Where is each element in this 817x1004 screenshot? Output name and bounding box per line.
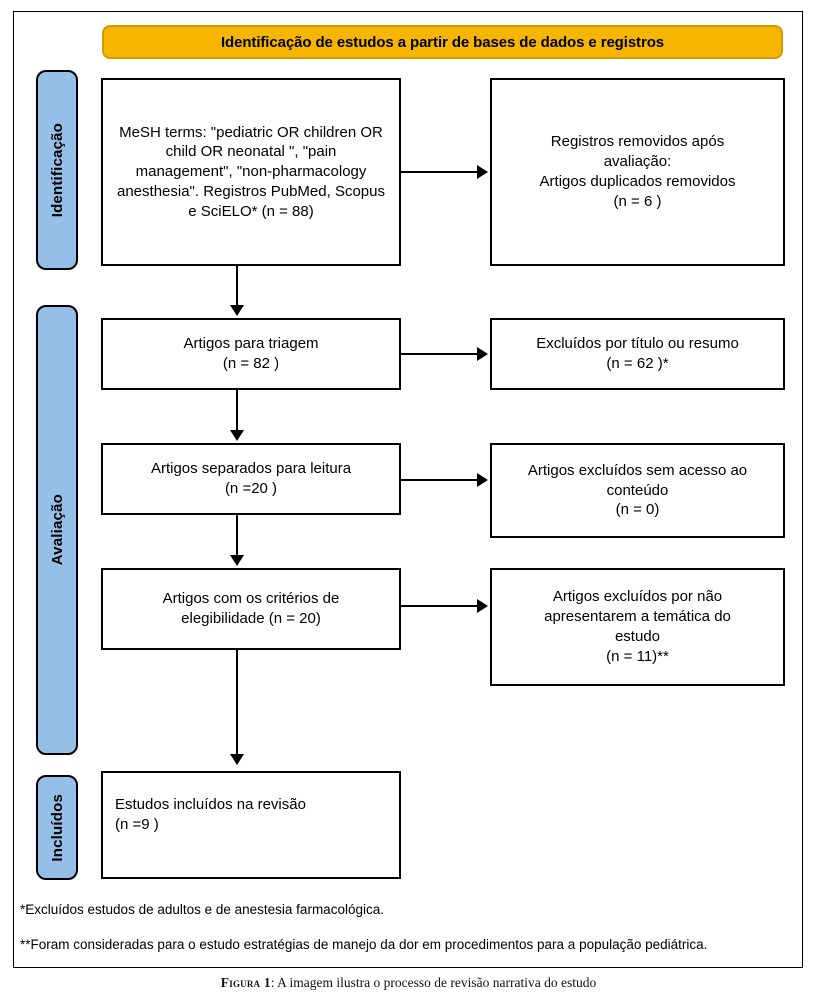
arrowhead-reading-to-eligibility	[230, 555, 244, 566]
footnote-double-star: **Foram consideradas para o estudo estra…	[20, 937, 708, 952]
screening-line-1: Artigos para triagem	[183, 335, 319, 353]
footnote-single-star: *Excluídos estudos de adultos e de anest…	[20, 902, 384, 917]
figure-caption-label: Figura 1	[220, 975, 271, 990]
records-removed-line-1: Registros removidos após	[550, 133, 725, 151]
reading-line-1: Artigos separados para leitura	[150, 460, 352, 478]
arrowhead-screening-to-excluded-title	[477, 347, 488, 361]
no-access-line-3: (n = 0)	[615, 501, 660, 519]
stage-pill-identificacao: Identificação	[36, 70, 78, 270]
reading-line-2: (n =20 )	[224, 480, 278, 497]
figure-caption-text: : A imagem ilustra o processo de revisão…	[270, 975, 597, 990]
included-line-1: Estudos incluídos na revisão	[115, 796, 306, 813]
screening-line-2: (n = 82 )	[222, 355, 280, 372]
box-included-studies: Estudos incluídos na revisão (n =9 )	[101, 771, 401, 879]
arrowhead-identification-to-screening	[230, 305, 244, 316]
box-excluded-by-title: Excluídos por título ou resumo (n = 62 )…	[490, 318, 785, 390]
connector-eligibility-to-off-topic	[401, 605, 479, 607]
arrowhead-screening-to-reading	[230, 430, 244, 441]
connector-reading-to-eligibility	[236, 515, 238, 561]
arrowhead-identification-to-removed	[477, 165, 488, 179]
eligibility-line-2: elegibilidade (n = 20)	[181, 610, 321, 627]
box-articles-for-reading: Artigos separados para leitura (n =20 )	[101, 443, 401, 515]
connector-reading-to-no-access	[401, 479, 479, 481]
connector-identification-to-removed	[401, 171, 479, 173]
records-removed-line-4: (n = 6 )	[613, 192, 662, 210]
records-removed-line-2: avaliação:	[603, 153, 672, 171]
connector-eligibility-to-included	[236, 650, 238, 760]
box-identification-sources: MeSH terms: "pediatric OR children OR ch…	[101, 78, 401, 266]
excluded-title-line-2: (n = 62 )*	[606, 355, 669, 372]
stage-label-identificacao: Identificação	[48, 122, 66, 218]
banner-title: Identificação de estudos a partir de bas…	[220, 33, 664, 51]
box-identification-sources-text: MeSH terms: "pediatric OR children OR ch…	[117, 123, 385, 220]
stage-label-avaliacao: Avaliação	[48, 494, 66, 566]
box-records-removed: Registros removidos após avaliação: Arti…	[490, 78, 785, 266]
connector-screening-to-excluded-title	[401, 353, 479, 355]
connector-identification-to-screening	[236, 266, 238, 311]
arrowhead-reading-to-no-access	[477, 473, 488, 487]
records-removed-line-3: Artigos duplicados removidos	[539, 173, 736, 190]
box-excluded-no-access: Artigos excluídos sem acesso ao conteúdo…	[490, 443, 785, 538]
connector-screening-to-reading	[236, 390, 238, 436]
excluded-title-line-1: Excluídos por título ou resumo	[536, 335, 739, 353]
box-excluded-off-topic: Artigos excluídos por não apresentarem a…	[490, 568, 785, 686]
stage-label-incluidos: Incluídos	[48, 793, 66, 862]
no-access-line-2: conteúdo	[606, 481, 669, 499]
off-topic-line-3: estudo	[614, 628, 661, 645]
box-eligibility-criteria: Artigos com os critérios de elegibilidad…	[101, 568, 401, 650]
arrowhead-eligibility-to-off-topic	[477, 599, 488, 613]
box-screening: Artigos para triagem (n = 82 )	[101, 318, 401, 390]
off-topic-line-4: (n = 11)**	[606, 647, 669, 665]
no-access-line-1: Artigos excluídos sem acesso ao	[527, 461, 748, 479]
arrowhead-eligibility-to-included	[230, 754, 244, 765]
eligibility-line-1: Artigos com os critérios de	[162, 590, 340, 608]
included-line-2: (n =9 )	[115, 815, 159, 833]
banner-identification: Identificação de estudos a partir de bas…	[102, 25, 783, 59]
stage-pill-incluidos: Incluídos	[36, 775, 78, 880]
off-topic-line-2: apresentarem a temática do	[544, 608, 731, 626]
off-topic-line-1: Artigos excluídos por não	[552, 588, 723, 606]
stage-pill-avaliacao: Avaliação	[36, 305, 78, 755]
figure-caption: Figura 1: A imagem ilustra o processo de…	[0, 975, 817, 991]
